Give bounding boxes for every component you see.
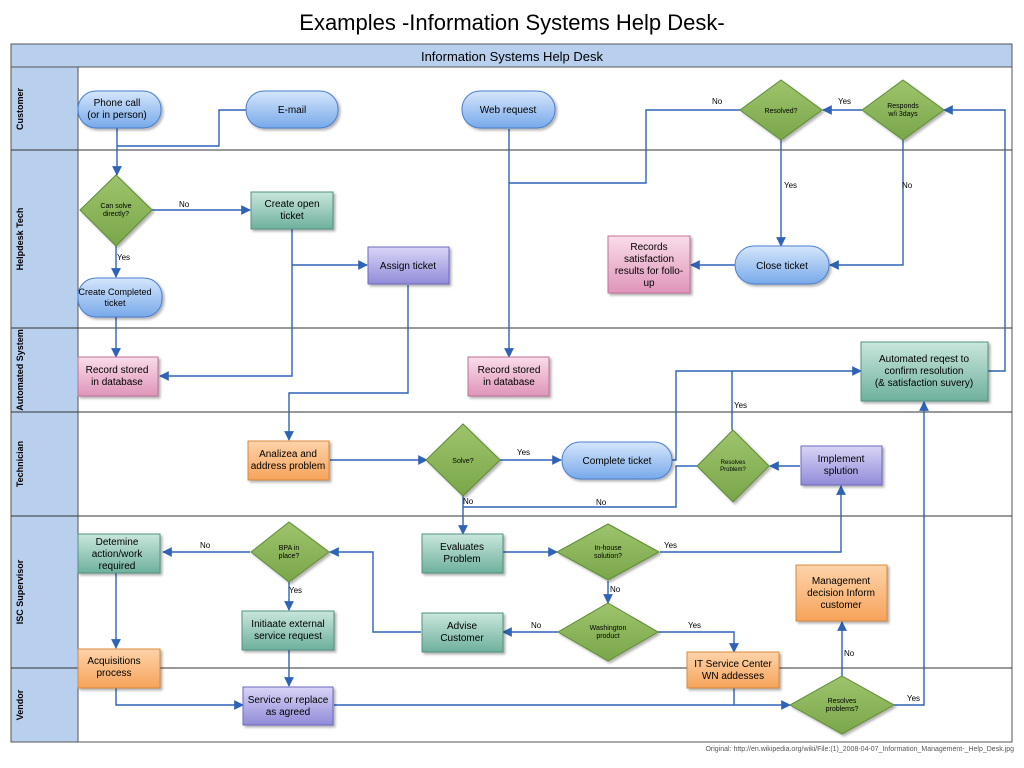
lane-customer: Customer: [15, 88, 25, 131]
edge-label-responds-yes: Yes: [838, 97, 851, 106]
svg-text:Complete ticket: Complete ticket: [583, 456, 652, 467]
svg-text:Resolved?: Resolved?: [764, 108, 797, 115]
svg-text:Solve?: Solve?: [452, 458, 474, 465]
lane-technician: Technician: [15, 441, 25, 487]
svg-text:E-mail: E-mail: [278, 105, 306, 116]
node-close-ticket: Close ticket: [734, 245, 830, 285]
connectors: [111, 105, 1006, 710]
svg-text:Assign ticket: Assign ticket: [380, 261, 436, 272]
edge-label-washington-no: No: [531, 621, 542, 630]
node-email: E-mail: [245, 90, 339, 129]
edge-label-responds-no: No: [902, 181, 913, 190]
edge-label-solve-no: No: [463, 497, 474, 506]
pool-title: Information Systems Help Desk: [421, 49, 604, 64]
svg-text:Phone call(or in person): Phone call(or in person): [87, 98, 146, 121]
lane-vendor: Vendor: [15, 689, 25, 720]
page-title: Examples -Information Systems Help Desk-: [299, 10, 725, 35]
edge-label-resolves-problem-yes: Yes: [734, 401, 747, 410]
edge-label-resolved-yes: Yes: [784, 181, 797, 190]
edge-label-washington-yes: Yes: [688, 621, 701, 630]
svg-text:Web request: Web request: [480, 105, 537, 116]
node-web-request: Web request: [461, 90, 556, 129]
edge-label-resolved-no: No: [712, 97, 723, 106]
edge-label-resolves-problems-no: No: [844, 649, 855, 658]
lane-helpdesk-tech: Helpdesk Tech: [15, 208, 25, 271]
edge-label-bpa-yes: Yes: [289, 586, 302, 595]
node-resolved-decision: Resolved?: [739, 79, 823, 141]
edge-label-bpa-no: No: [200, 541, 211, 550]
node-complete-ticket: Complete ticket: [561, 441, 673, 480]
edge-label-solve-yes: Yes: [517, 448, 530, 457]
node-solve-decision: Solve?: [425, 423, 501, 497]
edge-labels: No Yes Yes No No Yes Yes Yes No No No Ye…: [117, 97, 920, 703]
svg-text:Close ticket: Close ticket: [756, 261, 808, 272]
source-footer: Original: http://en.wikipedia.org/wiki/F…: [705, 746, 1014, 753]
edge-label-can-solve-yes: Yes: [117, 253, 130, 262]
edge-label-inhouse-yes: Yes: [664, 541, 677, 550]
node-assign-ticket: Assign ticket: [367, 246, 450, 285]
edge-label-can-solve-no: No: [179, 200, 190, 209]
edge-label-resolves-problems-yes: Yes: [907, 694, 920, 703]
edge-label-resolves-problem-no: No: [596, 498, 607, 507]
node-phone-call: Phone call(or in person): [77, 90, 162, 129]
lane-isc-supervisor: ISC Supervisor: [15, 559, 25, 624]
pool-header: [10, 43, 1013, 68]
lane-automated-system: Automated System: [15, 329, 25, 411]
edge-label-inhouse-no: No: [610, 585, 621, 594]
